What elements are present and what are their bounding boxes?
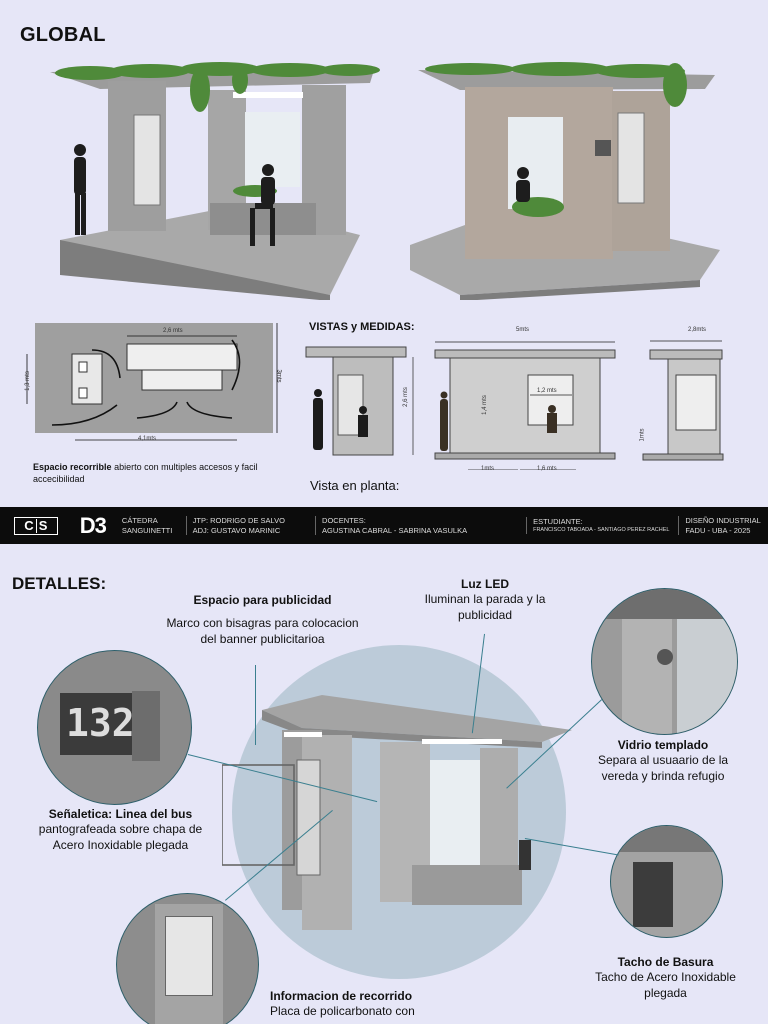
front-dim-a: 1mts (481, 466, 495, 472)
plan-caption-bold: Espacio recorrible (33, 462, 112, 472)
estudiante: ESTUDIANTE: FRANCISCO TABOADA - SANTIAGO… (526, 517, 678, 534)
front-window-height: 1,4 mts (481, 395, 488, 415)
docentes-value: AGUSTINA CABRAL - SABRINA VASULKA (322, 525, 468, 535)
program-value: FADU - UBA - 2025 (685, 525, 751, 535)
plan-view-label: Vista en planta: (310, 478, 400, 493)
program-label: DISEÑO INDUSTRIAL (685, 516, 761, 526)
catedra-label: CÁTEDRA (121, 516, 158, 526)
details-title: DETALLES: (12, 574, 107, 593)
page-title: GLOBAL (20, 24, 106, 46)
senaletica-text: pantografeada sobre chapa de Acero Inoxi… (38, 822, 203, 853)
adj: ADJ: GUSTAVO MARINIC (192, 525, 281, 535)
right-view-height: 1mts (639, 428, 646, 442)
publicidad-text: Marco con bisagras para colocacion del b… (166, 616, 359, 647)
bus-line-number: 132 (66, 701, 135, 745)
plan-caption: Espacio recorrible abierto con multiples… (33, 461, 293, 485)
detail-circle-glass (591, 588, 738, 735)
caption-led: Luz LED Iluminan la parada y la publicid… (405, 577, 565, 623)
caption-senaletica: Señaletica: Linea del bus pantografeada … (33, 807, 208, 853)
catedra-value: SANGUINETTI (121, 525, 173, 535)
program: DISEÑO INDUSTRIAL FADU - UBA - 2025 (678, 516, 768, 535)
senaletica-title: Señaletica: Linea del bus (48, 807, 193, 821)
elevation-views (305, 340, 724, 470)
front-view-width: 5mts (516, 327, 530, 333)
detail-circle-trash (610, 825, 723, 938)
front-window-width: 1,2 mts (537, 388, 557, 394)
caption-vidrio: Vidrio templado Separa al usuaario de la… (578, 738, 748, 784)
leader-publicidad (254, 665, 256, 745)
plan-dim-left: 1,3 mts (24, 371, 31, 391)
caption-tacho: Tacho de Basura Tacho de Acero Inoxidabl… (588, 955, 743, 1001)
vidrio-text: Separa al usuaario de la vereda y brinda… (597, 753, 729, 784)
docentes-label: DOCENTES: (322, 516, 366, 526)
jtp: JTP: RODRIGO DE SALVO (192, 516, 286, 526)
docentes: DOCENTES: AGUSTINA CABRAL - SABRINA VASU… (315, 516, 526, 535)
tacho-text: Tacho de Acero Inoxidable plegada (595, 970, 736, 1001)
plan-dim-right: 3mts (275, 369, 282, 383)
plan-dim-top: 2,6 mts (163, 328, 183, 334)
plan-caption-text: abierto con multiples accesos y facil ac… (33, 462, 258, 485)
publicidad-title: Espacio para publicidad (193, 593, 332, 607)
caption-publicidad: Espacio para publicidad Marco con bisagr… (160, 593, 365, 647)
floor-plan-view (26, 323, 278, 441)
views-title: VISTAS y MEDIDAS: (309, 321, 415, 333)
shelter-render-front (50, 62, 380, 300)
detail-circle-info (116, 893, 259, 1024)
right-view-width: 2,8mts (688, 327, 707, 333)
vidrio-title: Vidrio templado (617, 738, 709, 752)
informacion-text: Placa de policarbonato con (270, 1004, 415, 1018)
jtp-adj: JTP: RODRIGO DE SALVO ADJ: GUSTAVO MARIN… (185, 516, 315, 535)
detail-circle-sign: 132 (37, 650, 192, 805)
tacho-title: Tacho de Basura (617, 955, 714, 969)
estudiante-value: FRANCISCO TABOADA - SANTIAGO PEREZ RACHE… (533, 526, 670, 533)
caption-informacion: Informacion de recorrido Placa de polica… (270, 989, 460, 1019)
catedra: CÁTEDRA SANGUINETTI (116, 516, 186, 535)
led-title: Luz LED (461, 577, 509, 591)
shelter-detail-render (222, 695, 572, 930)
informacion-title: Informacion de recorrido (270, 989, 413, 1003)
course-code: D3 (79, 512, 107, 538)
plan-dim-bottom: 4,1mts (138, 436, 157, 442)
shelter-render-back (410, 62, 720, 300)
led-text: Iluminan la parada y la publicidad (424, 592, 546, 623)
side-view-height: 2,6 mts (402, 387, 409, 407)
front-dim-b: 1,6 mts (537, 466, 557, 472)
estudiante-label: ESTUDIANTE: (533, 517, 583, 527)
